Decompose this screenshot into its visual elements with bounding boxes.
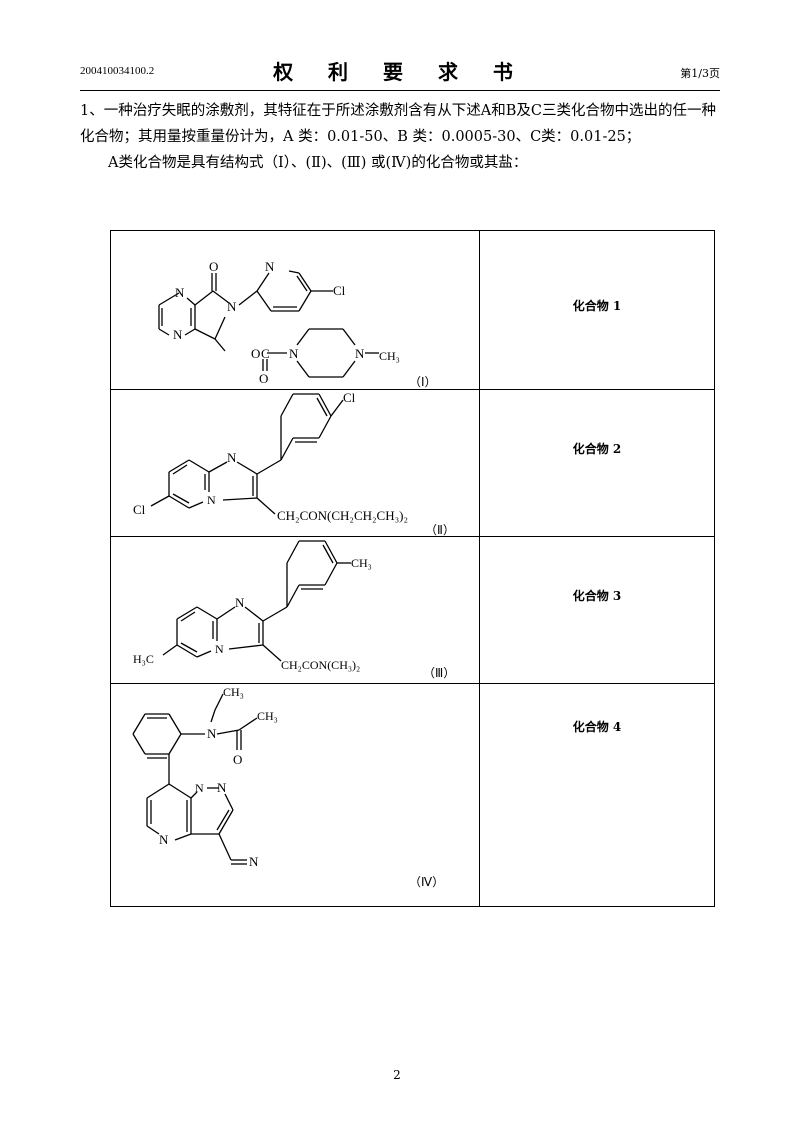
name-cell: 化合物 3: [479, 536, 715, 684]
atom-label: CH₂CON(CH₂CH₂CH₃)₂: [277, 508, 408, 523]
atom-label: CH₃: [257, 709, 278, 723]
atom-label: O: [233, 752, 242, 767]
atom-label: CH₃: [223, 685, 244, 699]
claim-paragraph-1: 1、一种治疗失眠的涂敷剂，其特征在于所述涂敷剂含有从下述A和B及C三类化合物中选…: [80, 103, 716, 145]
page-indicator: 第1/3页: [680, 67, 720, 80]
compound-name: 化合物 4: [572, 720, 622, 734]
atom-label: N: [159, 832, 169, 847]
atom-label: Cl: [343, 390, 356, 405]
atom-label: N: [207, 726, 217, 741]
application-number: 200410034100.2: [80, 65, 155, 77]
structure-cell: CH₃ N N H₃C CH₂CON(CH₃)₂ （Ⅲ）: [110, 536, 480, 684]
structure-cell: O N N N N Cl O C N N CH₃ O （Ⅰ）: [110, 230, 480, 390]
atom-label: N: [175, 285, 185, 300]
formula-label: （Ⅰ）: [409, 375, 437, 389]
structure-cell: CH₃ N CH₃ O N N N N （Ⅳ）: [110, 683, 480, 907]
structure-formula-1: O N N N N Cl O C N N CH₃ O （Ⅰ）: [158, 259, 437, 389]
compound-name: 化合物 2: [572, 442, 622, 456]
formula-label: （Ⅱ）: [425, 523, 455, 536]
atom-label: N: [207, 493, 216, 507]
compound-row: O N N N N Cl O C N N CH₃ O （Ⅰ） 化合物 1: [110, 230, 715, 390]
name-cell: 化合物 1: [479, 230, 715, 390]
formula-label: （Ⅲ）: [423, 666, 455, 680]
compound-table: O N N N N Cl O C N N CH₃ O （Ⅰ） 化合物 1: [110, 230, 715, 907]
atom-label: CH₃: [351, 556, 372, 570]
atom-label: N: [217, 780, 227, 795]
atom-label: O: [251, 346, 260, 361]
name-cell: 化合物 2: [479, 389, 715, 537]
claim-paragraph-2: A类化合物是具有结构式（Ⅰ）、(Ⅱ)、(Ⅲ) 或(Ⅳ)的化合物或其盐：: [108, 155, 528, 171]
structure-formula-3: CH₃ N N H₃C CH₂CON(CH₃)₂ （Ⅲ）: [133, 540, 455, 680]
compound-row: Cl N N Cl CH₂CON(CH₂CH₂CH₃)₂ （Ⅱ） 化合物 2: [110, 389, 715, 537]
claim-text: 1、一种治疗失眠的涂敷剂，其特征在于所述涂敷剂含有从下述A和B及C三类化合物中选…: [80, 98, 720, 176]
atom-label: CH₃: [379, 349, 400, 363]
structure-cell: Cl N N Cl CH₂CON(CH₂CH₂CH₃)₂ （Ⅱ）: [110, 389, 480, 537]
atom-label: N: [227, 450, 237, 465]
name-cell: 化合物 4: [479, 683, 715, 907]
structure-formula-4: CH₃ N CH₃ O N N N N （Ⅳ）: [132, 685, 444, 889]
atom-label: Cl: [333, 283, 346, 298]
compound-name: 化合物 1: [572, 299, 622, 313]
atom-label: N: [265, 259, 275, 274]
atom-label: N: [235, 595, 245, 610]
compound-name: 化合物 3: [572, 589, 622, 603]
atom-label: C: [261, 346, 270, 361]
compound-row: CH₃ N N H₃C CH₂CON(CH₃)₂ （Ⅲ） 化合物 3: [110, 536, 715, 684]
compound-row: CH₃ N CH₃ O N N N N （Ⅳ） 化合物 4: [110, 683, 715, 907]
structure-formula-2: Cl N N Cl CH₂CON(CH₂CH₂CH₃)₂ （Ⅱ）: [133, 390, 455, 536]
atom-label: O: [209, 259, 218, 274]
atom-label: N: [227, 299, 237, 314]
atom-label: N: [289, 346, 299, 361]
atom-label: CH₂CON(CH₃)₂: [281, 658, 360, 672]
document-title: 权 利 要 求 书: [273, 60, 527, 84]
atom-label: N: [195, 781, 204, 795]
atom-label: N: [355, 346, 365, 361]
atom-label: N: [173, 327, 183, 342]
page-number: 2: [393, 1068, 401, 1082]
document-header: 200410034100.2 权 利 要 求 书 第1/3页: [80, 56, 720, 91]
atom-label: N: [249, 854, 259, 869]
atom-label: N: [215, 642, 224, 656]
formula-label: （Ⅳ）: [409, 875, 444, 889]
atom-label: O: [259, 371, 268, 386]
atom-label: H₃C: [133, 652, 154, 666]
atom-label: Cl: [133, 502, 146, 517]
